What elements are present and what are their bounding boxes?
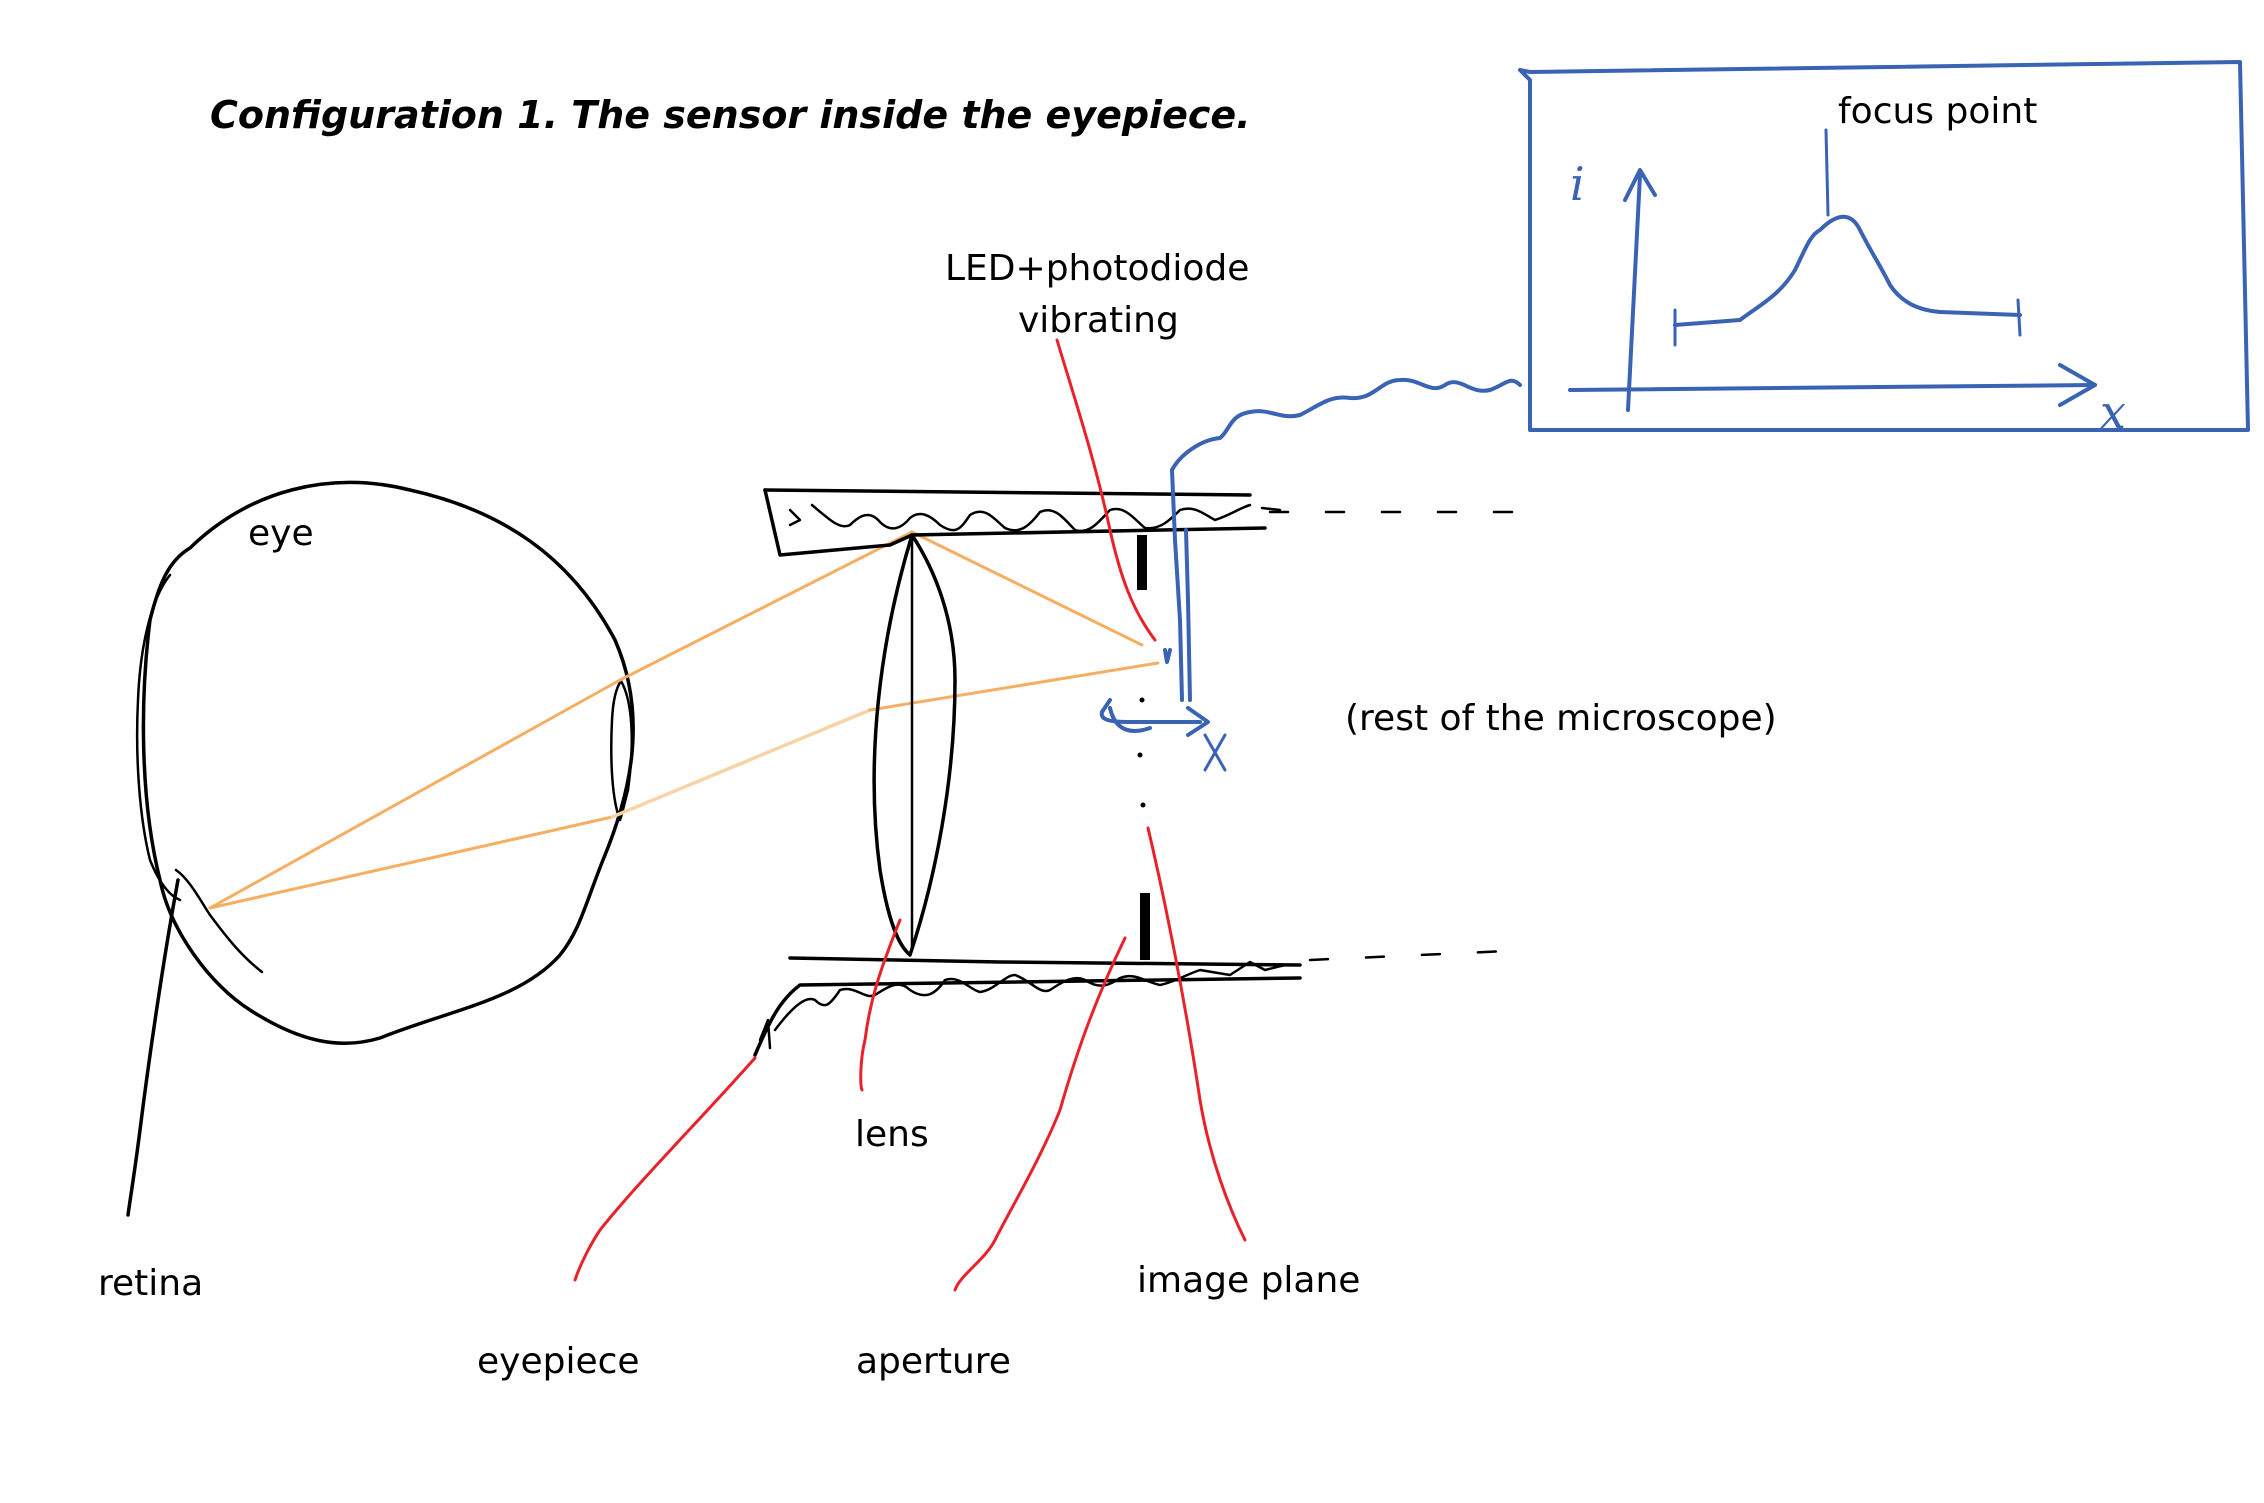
sensor-assembly <box>1099 60 2250 772</box>
aperture-label: aperture <box>856 1341 1011 1382</box>
pointer-lines <box>573 338 1247 1292</box>
image-plane-label: image plane <box>1137 1260 1360 1301</box>
axis-i-label: i <box>1570 157 1585 211</box>
eye-drawing <box>135 480 635 1045</box>
light-rays <box>208 530 1160 910</box>
focus-point-label: focus point <box>1838 91 2037 132</box>
vibrating-label: vibrating <box>1018 300 1179 341</box>
eye-label: eye <box>248 513 314 554</box>
diagram-title: Configuration 1. The sensor inside the e… <box>210 93 1251 137</box>
retina-pointer <box>126 878 180 1217</box>
lens-label: lens <box>855 1114 929 1155</box>
led-photodiode-label: LED+photodiode <box>945 248 1249 289</box>
eyepiece-label: eyepiece <box>477 1341 640 1382</box>
rest-of-microscope-label: (rest of the microscope) <box>1345 698 1777 739</box>
eyepiece-tube <box>753 488 1532 1057</box>
axis-x-label: x <box>2100 385 2126 439</box>
retina-label: retina <box>98 1263 203 1304</box>
